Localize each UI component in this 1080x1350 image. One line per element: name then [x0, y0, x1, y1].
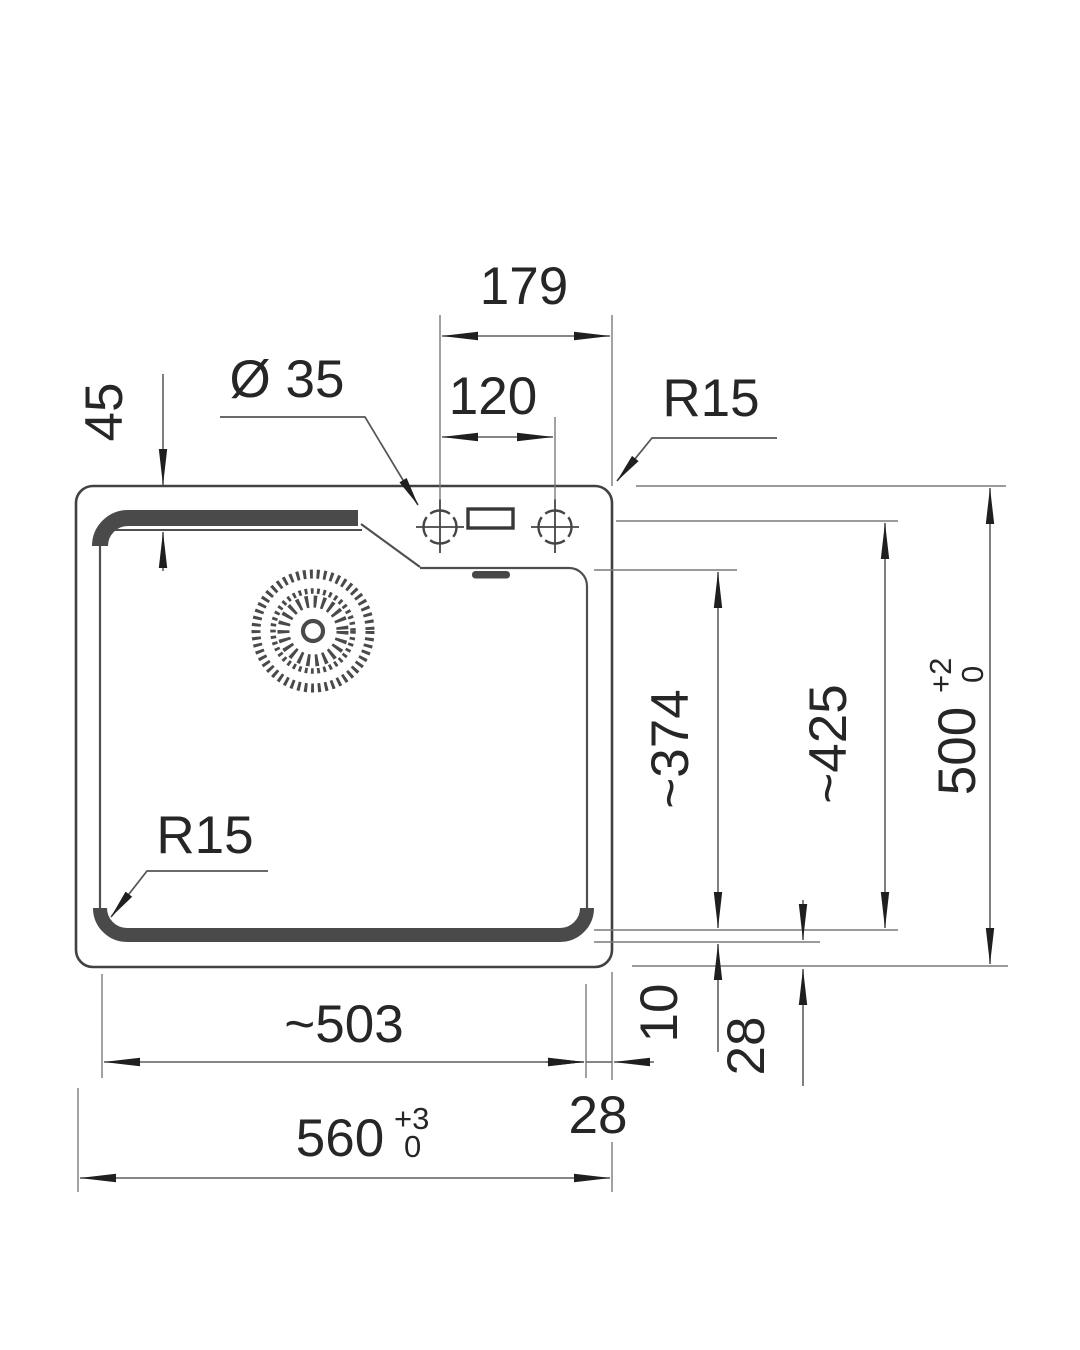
label-28-bottom: 28 — [569, 1086, 628, 1145]
sink-outline-group — [74, 484, 614, 969]
label-hole-diameter: Ø 35 — [230, 350, 345, 409]
bowl-bottom-rim-band — [93, 907, 594, 942]
drain-middle-ring — [270, 588, 356, 674]
label-560-group: 560 +3 0 — [296, 1101, 430, 1168]
bowl-step-diagonal — [360, 523, 421, 568]
drain-strainer — [251, 569, 375, 693]
faucet-hole-right — [531, 499, 579, 553]
label-500-tol-minus: 0 — [955, 666, 990, 683]
overflow-slot — [472, 571, 510, 579]
label-374: ~374 — [641, 689, 700, 808]
sink-outer-edge — [74, 484, 614, 969]
label-560: 560 — [296, 1109, 384, 1168]
label-500-group: 500 +2 0 — [923, 658, 990, 796]
label-10: 10 — [630, 984, 689, 1043]
bowl-ledge-and-right-edge — [420, 566, 589, 910]
label-560-tol-minus: 0 — [404, 1129, 421, 1164]
dimension-labels: 179 120 Ø 35 R15 45 ~374 ~425 500 +2 0 R… — [75, 257, 990, 1168]
label-45: 45 — [75, 383, 134, 442]
extension-lines — [77, 315, 1008, 1192]
drain-center-hole — [300, 618, 326, 644]
leader-lines — [110, 416, 777, 918]
faucet-deck — [416, 499, 579, 579]
label-r15-bottom: R15 — [156, 806, 253, 865]
label-179: 179 — [480, 257, 568, 316]
bowl-top-rim-band — [92, 510, 358, 547]
deck-cutout-rectangle — [466, 507, 515, 530]
drain-spokes-ring — [277, 595, 349, 667]
leader-hole-diameter — [220, 416, 419, 506]
label-500-tol-plus: +2 — [923, 658, 958, 693]
label-r15-top: R15 — [662, 369, 759, 428]
dimension-lines — [79, 331, 995, 1183]
leader-r15-top — [616, 437, 777, 482]
label-425: ~425 — [799, 684, 858, 803]
label-560-tol-plus: +3 — [394, 1101, 429, 1136]
leader-r15-bottom — [110, 870, 268, 918]
faucet-hole-left — [416, 499, 464, 553]
label-120: 120 — [449, 367, 537, 426]
drain-outer-ring — [251, 569, 375, 693]
label-28-right: 28 — [717, 1017, 776, 1076]
label-503: ~503 — [284, 995, 403, 1054]
label-500: 500 — [928, 707, 987, 795]
